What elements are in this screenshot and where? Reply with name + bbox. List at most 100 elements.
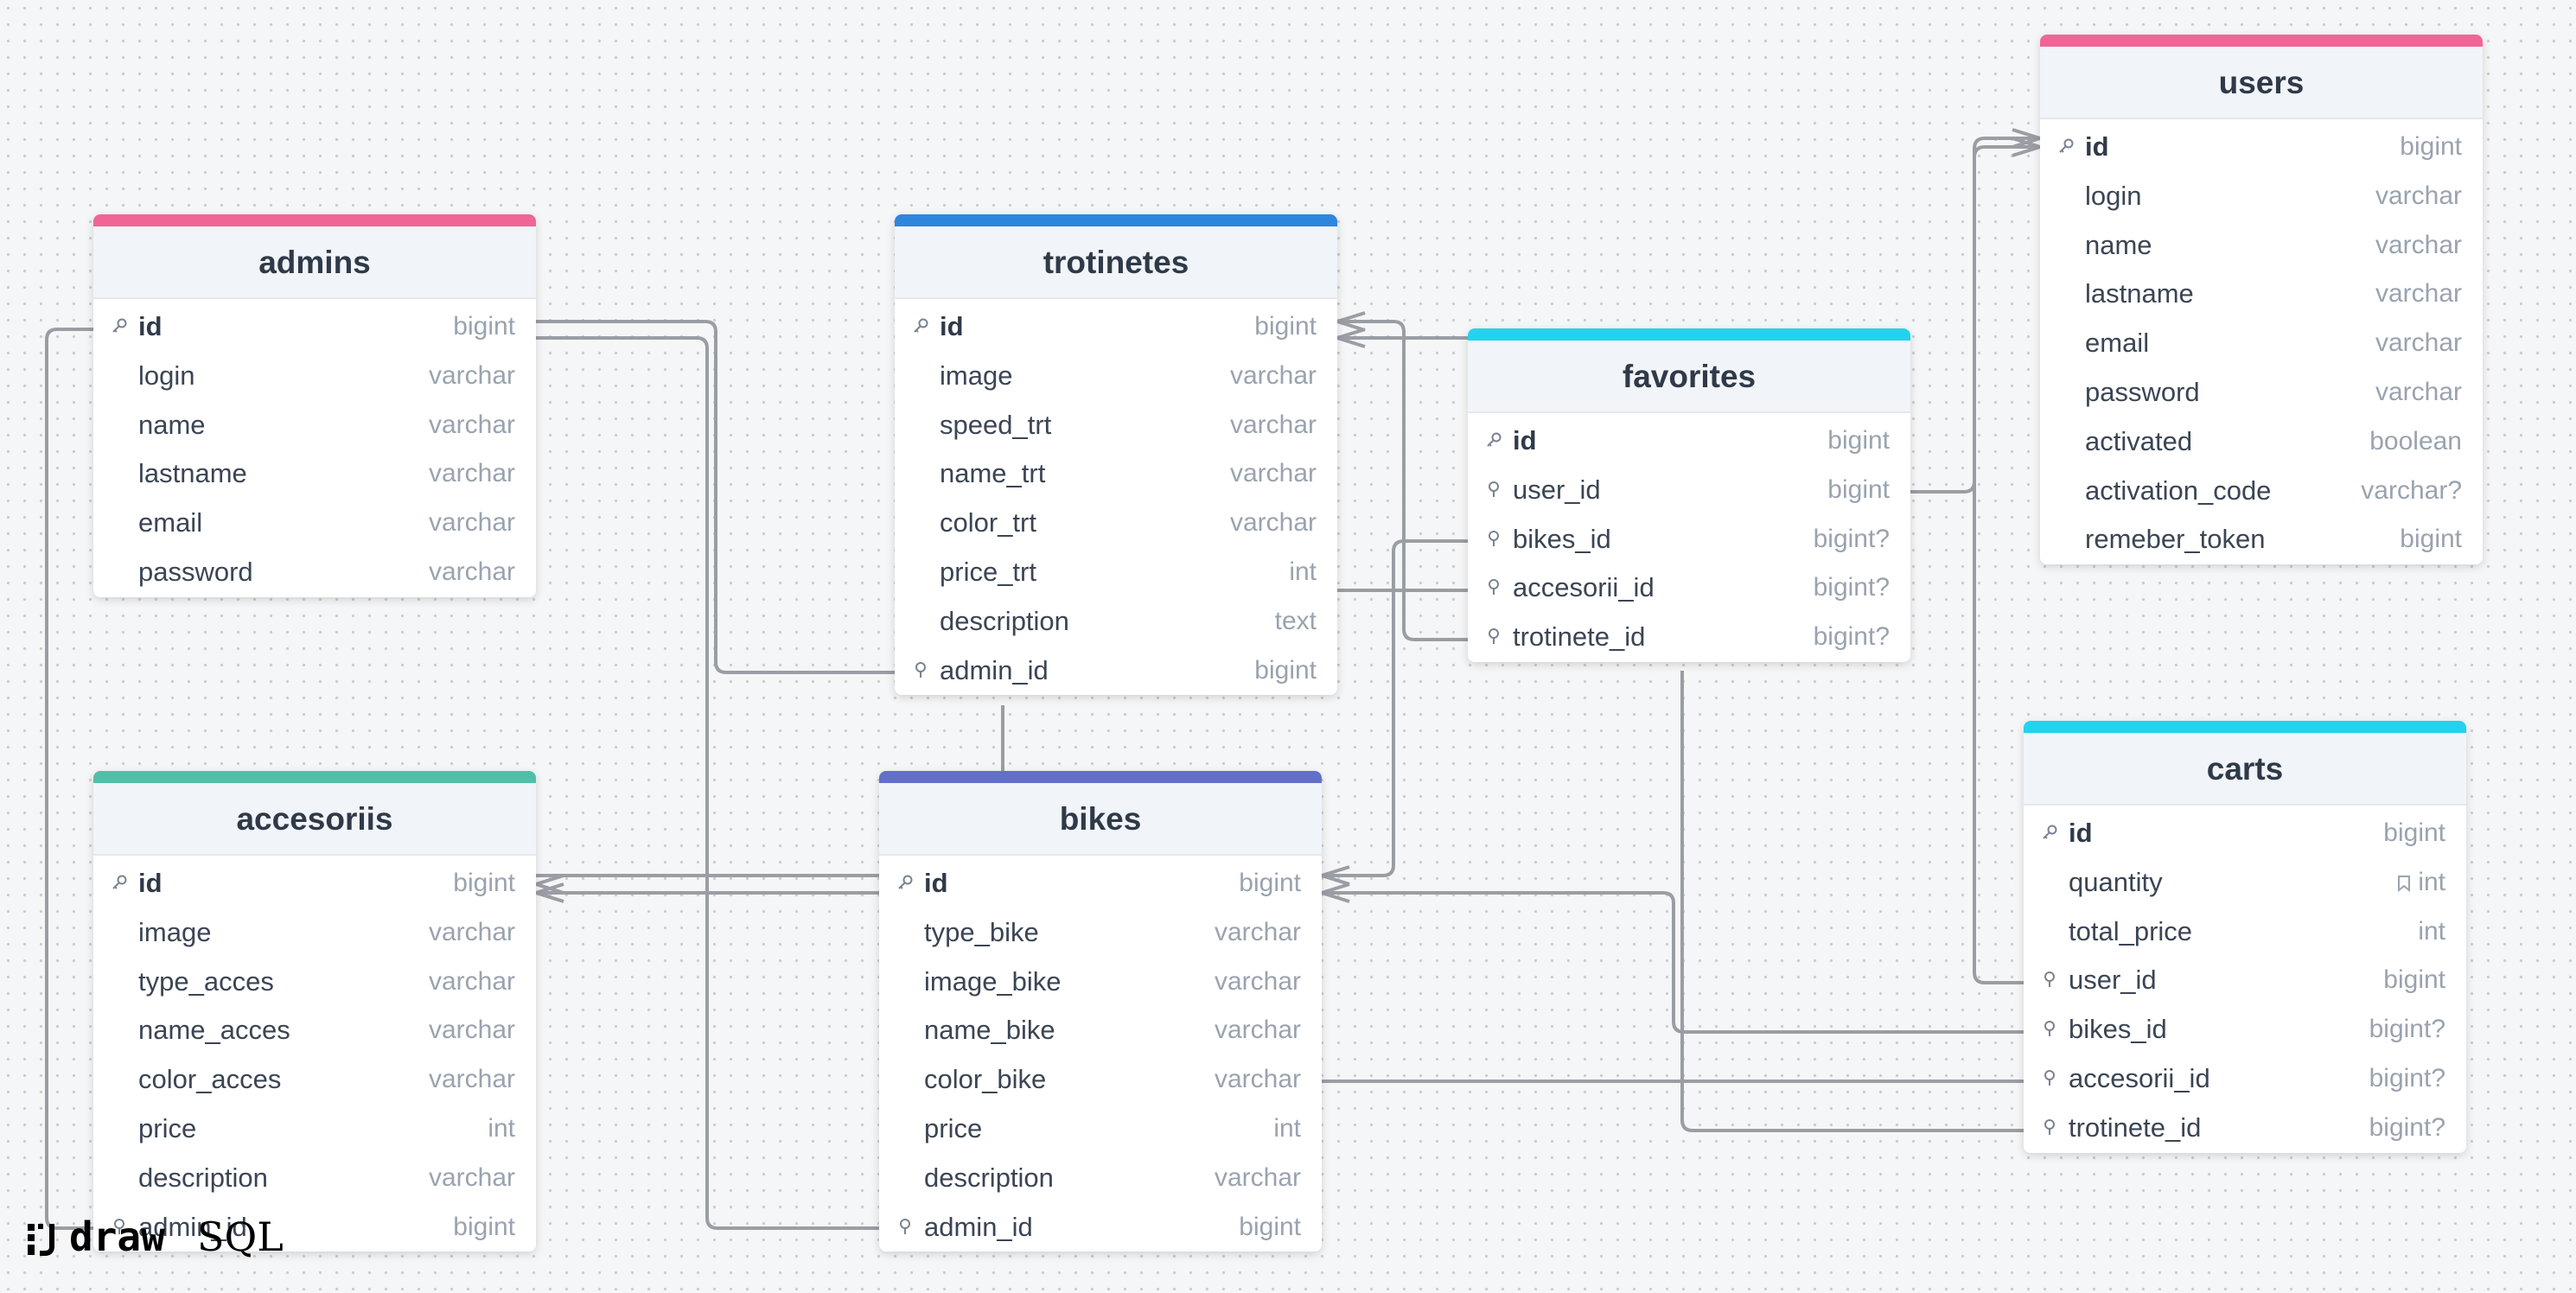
relationship-line[interactable]: [1322, 891, 2024, 1034]
relationship-line[interactable]: [536, 320, 895, 674]
column-type: int: [488, 1114, 515, 1143]
primary-key-icon: [2041, 824, 2058, 841]
column-type-label: bigint: [1254, 655, 1317, 685]
column-type-label: varchar: [2375, 279, 2462, 309]
foreign-key-icon: [896, 1218, 914, 1235]
column-name: lastname: [138, 458, 247, 489]
table-title[interactable]: favorites: [1468, 341, 1910, 413]
column-name: id: [2069, 818, 2093, 848]
table-title[interactable]: carts: [2024, 733, 2466, 806]
relationship-line[interactable]: [1337, 320, 1468, 641]
column-name: bikes_id: [2069, 1014, 2167, 1045]
relationship-line[interactable]: [1322, 539, 1468, 877]
table-column-row[interactable]: id bigint: [895, 301, 1337, 350]
relationship-line[interactable]: [536, 336, 879, 1230]
relationship-line[interactable]: [2012, 128, 2041, 157]
relationship-line[interactable]: [1336, 311, 1366, 348]
column-name: activation_code: [2085, 475, 2272, 506]
relationship-line[interactable]: [45, 328, 93, 1230]
column-name: id: [2085, 131, 2109, 162]
column-type-label: varchar: [2375, 181, 2462, 210]
column-type: varchar: [2375, 378, 2462, 407]
column-name: bikes_id: [1513, 523, 1611, 554]
table-title[interactable]: trotinetes: [895, 226, 1337, 299]
column-name: user_id: [1513, 474, 1601, 505]
relationship-line[interactable]: [1973, 137, 2040, 984]
table-title[interactable]: users: [2040, 47, 2483, 119]
column-name: id: [940, 311, 964, 341]
column-type: varchar: [2375, 231, 2462, 260]
column-type-label: varchar: [428, 1065, 515, 1094]
column-type: bigint: [1254, 312, 1317, 341]
relationship-line[interactable]: [1321, 865, 1350, 903]
primary-key-icon: [896, 874, 914, 891]
relationship-line[interactable]: [1680, 671, 2024, 1132]
table-title[interactable]: admins: [93, 226, 536, 299]
column-type: varchar: [429, 508, 515, 538]
table-title[interactable]: bikes: [879, 783, 1322, 856]
column-name: remeber_token: [2085, 524, 2266, 555]
column-type-label: bigint: [453, 869, 515, 897]
table-title[interactable]: accesoriis: [93, 783, 536, 856]
relationship-line[interactable]: [535, 874, 564, 903]
